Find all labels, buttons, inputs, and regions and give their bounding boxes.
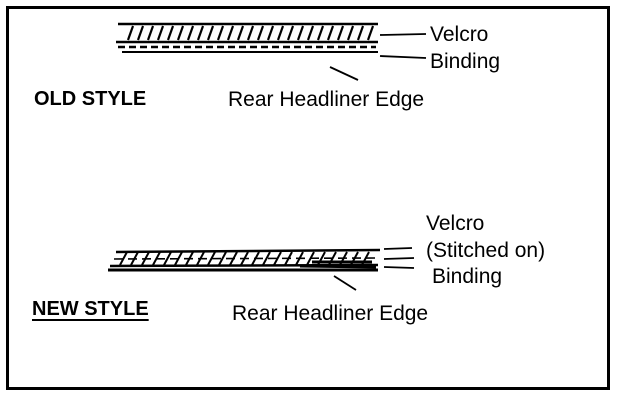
velcro-hatch-stroke (207, 251, 216, 266)
velcro-hatch-stroke (262, 251, 271, 266)
velcro-hatch-stroke (346, 25, 355, 41)
new-velcro-label: Velcro (426, 212, 485, 235)
velcro-hatch-stroke (286, 25, 295, 41)
new-binding-label: Binding (432, 265, 503, 288)
velcro-hatch-stroke (119, 251, 128, 266)
velcro-hatch-stroke (166, 25, 175, 41)
velcro-hatch-stroke (126, 25, 135, 41)
velcro-hatch-stroke (218, 251, 227, 266)
velcro-hatch-stroke (146, 25, 155, 41)
new-style-leader-lines (333, 247, 415, 291)
new-style-title: NEW STYLE (32, 298, 149, 320)
velcro-hatch-stroke (216, 25, 225, 41)
old-velcro-label: Velcro (430, 23, 489, 46)
velcro-hatch-stroke (156, 25, 165, 41)
new-style-binding (108, 260, 378, 272)
velcro-hatch-stroke (246, 25, 255, 41)
velcro-hatch-stroke (326, 25, 335, 41)
velcro-hatch-stroke (273, 251, 282, 266)
velcro-hatch-stroke (196, 25, 205, 41)
new-style-velcro-strip (109, 248, 381, 268)
velcro-hatch-stroke (206, 25, 215, 41)
velcro-hatch-stroke (256, 25, 265, 41)
velcro-hatch-stroke (236, 25, 245, 41)
new-stitched-label: (Stitched on) (426, 239, 546, 262)
new-edge-label: Rear Headliner Edge (232, 302, 429, 325)
old-style-title: OLD STYLE (34, 88, 147, 110)
velcro-hatch-stroke (356, 25, 365, 41)
diagram-frame (6, 6, 610, 390)
old-binding-label: Binding (430, 50, 501, 73)
velcro-hatch-stroke (296, 25, 305, 41)
velcro-hatch-stroke (336, 25, 345, 41)
velcro-hatch-stroke (276, 25, 285, 41)
velcro-hatch-stroke (226, 25, 235, 41)
old-edge-label: Rear Headliner Edge (228, 88, 425, 111)
velcro-hatch-stroke (366, 25, 375, 41)
velcro-hatch-stroke (306, 25, 315, 41)
old-style-velcro-strip (116, 22, 378, 44)
old-style-binding (118, 45, 378, 53)
old-style-leader-lines (329, 33, 427, 81)
velcro-hatch-stroke (186, 25, 195, 41)
velcro-hatch-stroke (136, 25, 145, 41)
velcro-hatch-stroke (266, 25, 275, 41)
velcro-hatch-stroke (316, 25, 325, 41)
velcro-hatch-stroke (163, 251, 172, 266)
velcro-hatch-stroke (176, 25, 185, 41)
